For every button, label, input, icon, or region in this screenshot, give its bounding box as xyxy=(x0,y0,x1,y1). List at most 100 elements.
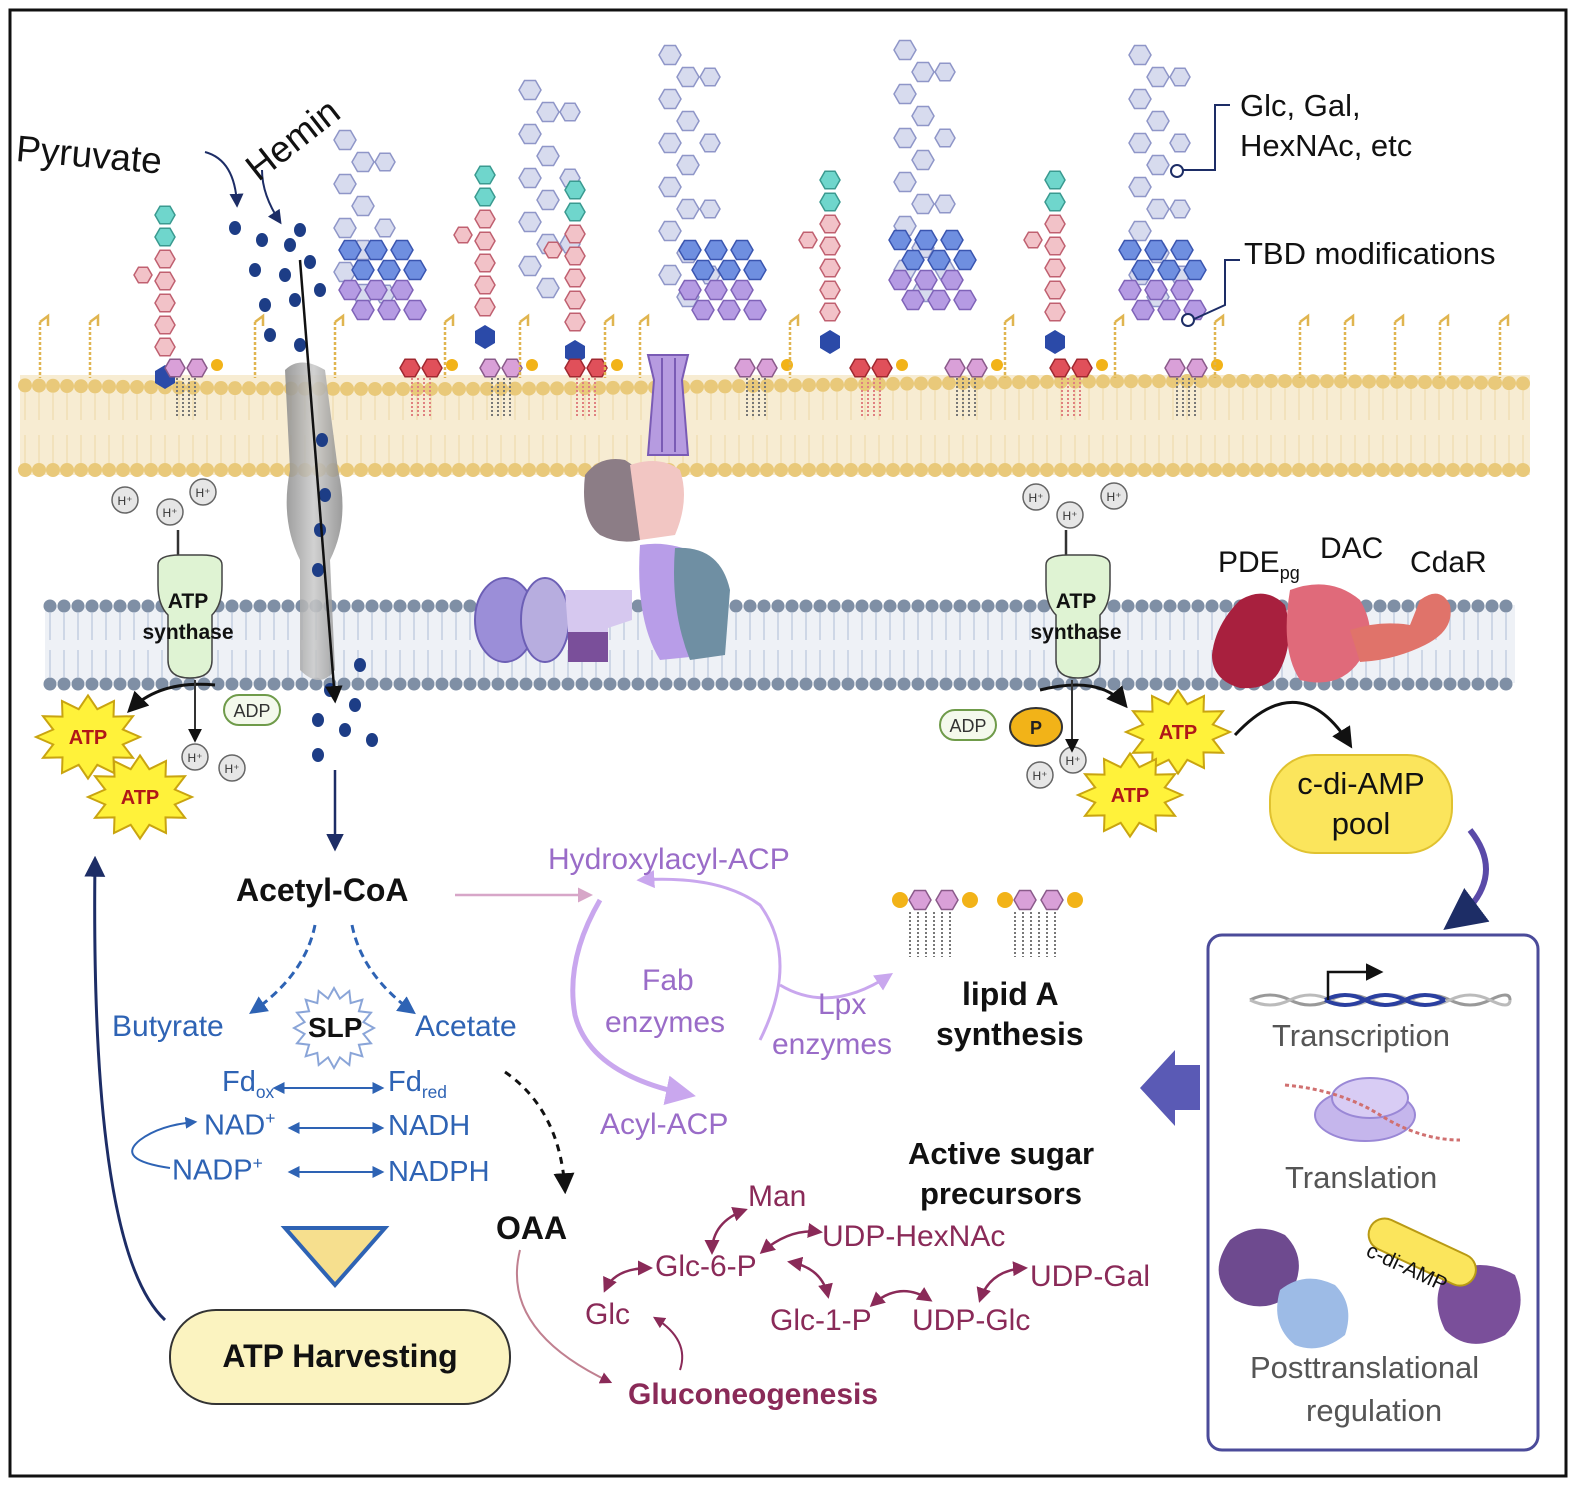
sugar-residue xyxy=(559,102,581,122)
sugar-residue xyxy=(730,279,754,301)
sugar-residue xyxy=(743,299,767,321)
anchor-flag xyxy=(334,313,345,326)
proton-circle xyxy=(181,743,209,771)
im-lipid-head xyxy=(1373,677,1387,691)
anchor-flag xyxy=(39,313,50,326)
im-lipid-head xyxy=(519,677,533,691)
om-lipid-head xyxy=(1432,375,1446,390)
im-lipid-head xyxy=(981,677,995,691)
nadp-to-nad-arrow xyxy=(131,1116,198,1169)
sugar-residue xyxy=(518,123,542,145)
phosphate-dot xyxy=(896,359,908,371)
om-lipid-head xyxy=(998,463,1012,477)
om-lipid-head xyxy=(1446,463,1460,477)
svg-text:ADP: ADP xyxy=(949,716,986,736)
sugar-residue xyxy=(699,133,721,153)
im-lipid-head xyxy=(43,599,57,613)
label-fd-red-sub: red xyxy=(421,1081,447,1102)
tbd-legend-node xyxy=(1181,313,1195,327)
im-lipid-head xyxy=(1401,599,1415,613)
sugar-residue xyxy=(756,358,778,378)
proton-label: H⁺ xyxy=(1033,769,1048,783)
sugar-residue xyxy=(1044,280,1066,300)
om-lipid-head xyxy=(60,379,74,394)
sugar-residue xyxy=(1183,259,1207,281)
om-lipid-head xyxy=(74,463,88,477)
anchor-flag xyxy=(1214,313,1225,326)
im-lipid-head xyxy=(575,677,589,691)
om-lipid-head xyxy=(116,379,130,394)
om-lipid-head xyxy=(340,381,354,396)
label-pde: PDEpg xyxy=(1218,548,1300,583)
sugar-residue xyxy=(819,214,841,234)
anchor-flag xyxy=(1114,313,1125,326)
om-lipid-head xyxy=(494,463,508,477)
om-lipid-head xyxy=(690,463,704,477)
im-lipid-head xyxy=(1345,677,1359,691)
im-lipid-head xyxy=(911,677,925,691)
om-lipid-head xyxy=(214,463,228,477)
im-lipid-head xyxy=(1415,677,1429,691)
harvesting-to-atp-arrow xyxy=(84,855,167,1322)
om-lipid-head xyxy=(340,463,354,477)
atp-burst-shape xyxy=(1123,688,1233,776)
om-lipid-head xyxy=(858,463,872,477)
om-lipid-head xyxy=(228,381,242,396)
om-lipid-head xyxy=(354,463,368,477)
dna-helix-icon xyxy=(1249,963,1512,1007)
sugar-residue xyxy=(927,289,951,311)
om-lipid-head xyxy=(200,463,214,477)
im-lipid-head xyxy=(855,599,869,613)
om-lipid-head xyxy=(1348,463,1362,477)
phosphate-dot xyxy=(1211,359,1223,371)
om-lipid-head xyxy=(242,381,256,396)
om-lipid-head xyxy=(1418,463,1432,477)
atp-burst-label: ATP xyxy=(69,727,108,749)
label-lpx-1: Lpx xyxy=(818,988,867,1021)
om-lipid-head xyxy=(704,379,718,394)
label-udp-hexnac: UDP-HexNAc xyxy=(822,1220,1006,1253)
om-lipid-head xyxy=(1320,463,1334,477)
atp-harvesting-box xyxy=(169,1309,511,1405)
om-lipid-head xyxy=(242,463,256,477)
om-lipid-head xyxy=(326,381,340,396)
om-lipid-head xyxy=(452,381,466,396)
om-lipid-head xyxy=(1404,374,1418,389)
proton-label: H⁺ xyxy=(1066,754,1081,768)
im-lipid-head xyxy=(659,677,673,691)
sugar-residue xyxy=(154,337,176,357)
label-cdiamp-pool-2: pool xyxy=(1331,806,1391,841)
om-lipid-head xyxy=(774,378,788,393)
om-lipid-head xyxy=(1110,463,1124,477)
proton-label: H⁺ xyxy=(1107,490,1122,504)
sugar-residue xyxy=(1144,279,1168,301)
im-lipid-head xyxy=(407,677,421,691)
im-lipid-head xyxy=(939,677,953,691)
label-translation: Translation xyxy=(1285,1160,1438,1195)
anchor-flag xyxy=(444,313,455,326)
im-lipid-head xyxy=(841,599,855,613)
sugar-residue-navy xyxy=(475,325,495,349)
sugar-residue xyxy=(935,889,959,911)
label-oaa: OAA xyxy=(496,1210,568,1246)
om-lipid-head xyxy=(606,380,620,395)
sugar-residue xyxy=(1040,889,1064,911)
label-transcription: Transcription xyxy=(1272,1018,1451,1053)
im-lipid-head xyxy=(1023,599,1037,613)
om-lipid-head xyxy=(1082,374,1096,389)
sugar-residue xyxy=(1023,231,1043,249)
im-lipid-head xyxy=(1121,599,1135,613)
hemin-dot xyxy=(339,723,351,737)
im-lipid-head xyxy=(799,677,813,691)
adp-left: ADP xyxy=(223,694,281,726)
im-lipid-head xyxy=(589,677,603,691)
sugar-residue xyxy=(676,110,700,132)
im-lipid-head xyxy=(743,677,757,691)
im-lipid-head xyxy=(897,599,911,613)
gluconeogenesis-to-glc-arrow xyxy=(652,1316,684,1371)
om-lipid-head xyxy=(1376,374,1390,389)
om-lipid-head xyxy=(802,463,816,477)
sugar-residue xyxy=(1146,66,1170,88)
im-lipid-head xyxy=(617,677,631,691)
